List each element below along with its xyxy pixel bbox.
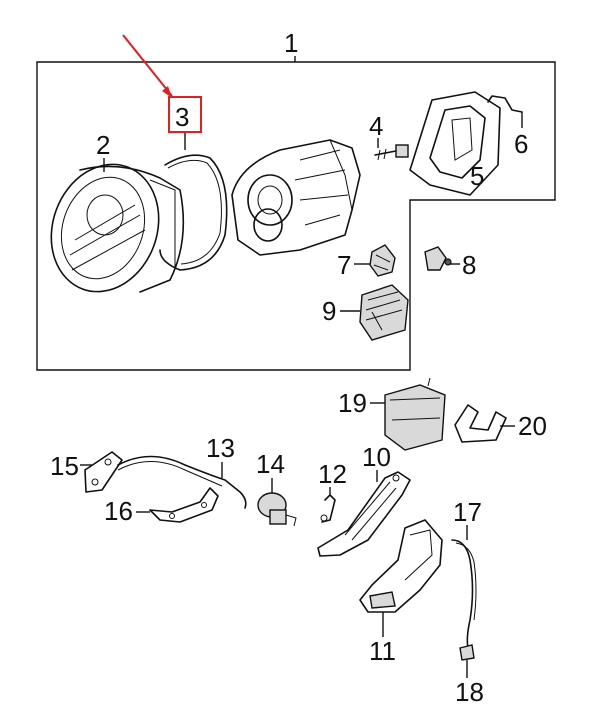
gasket-part-3 <box>159 154 228 271</box>
callout-5: 5 <box>470 161 484 191</box>
bracket-part-5 <box>409 91 501 196</box>
clip-part-18 <box>459 644 475 661</box>
highlight-arrowhead <box>162 86 172 98</box>
headlamp-housing <box>231 139 361 256</box>
callout-3: 3 <box>175 102 189 132</box>
callout-9: 9 <box>322 296 336 326</box>
cable-part-17 <box>451 539 477 649</box>
bracket-part-16 <box>149 487 219 523</box>
callout-16: 16 <box>104 496 133 526</box>
callout-8: 8 <box>462 250 476 280</box>
screw-part-4 <box>374 144 409 161</box>
bulb-part-8 <box>424 246 452 271</box>
callout-11: 11 <box>369 636 396 666</box>
socket-part-7 <box>369 244 396 277</box>
mount-part-11 <box>359 519 443 613</box>
callout-2: 2 <box>96 130 110 160</box>
actuator-part-14 <box>257 492 297 527</box>
callout-14: 14 <box>256 449 285 479</box>
bracket-part-12 <box>320 494 336 523</box>
bracket-part-20 <box>454 404 507 443</box>
callout-6: 6 <box>514 129 528 159</box>
clip-part-6 <box>487 95 523 113</box>
callout-20: 20 <box>518 411 547 441</box>
callout-10: 10 <box>362 442 391 472</box>
callout-1: 1 <box>284 28 298 58</box>
bracket-part-15 <box>84 451 123 493</box>
callout-17: 17 <box>453 497 482 527</box>
module-part-9 <box>359 284 409 341</box>
callout-13: 13 <box>206 433 235 463</box>
callout-15: 15 <box>50 451 79 481</box>
cable-part-13 <box>117 455 247 509</box>
callout-12: 12 <box>318 459 347 489</box>
control-unit-part-19 <box>384 377 446 451</box>
highlight-box <box>168 96 202 133</box>
callout-4: 4 <box>369 111 383 141</box>
callout-7: 7 <box>337 250 351 280</box>
bracket-part-10 <box>317 471 411 557</box>
highlight-arrow <box>122 34 173 97</box>
callout-18: 18 <box>455 677 484 707</box>
assembly-bracket <box>36 61 556 371</box>
callout-19: 19 <box>338 388 367 418</box>
headlamp-lens-part-2 <box>50 163 185 293</box>
